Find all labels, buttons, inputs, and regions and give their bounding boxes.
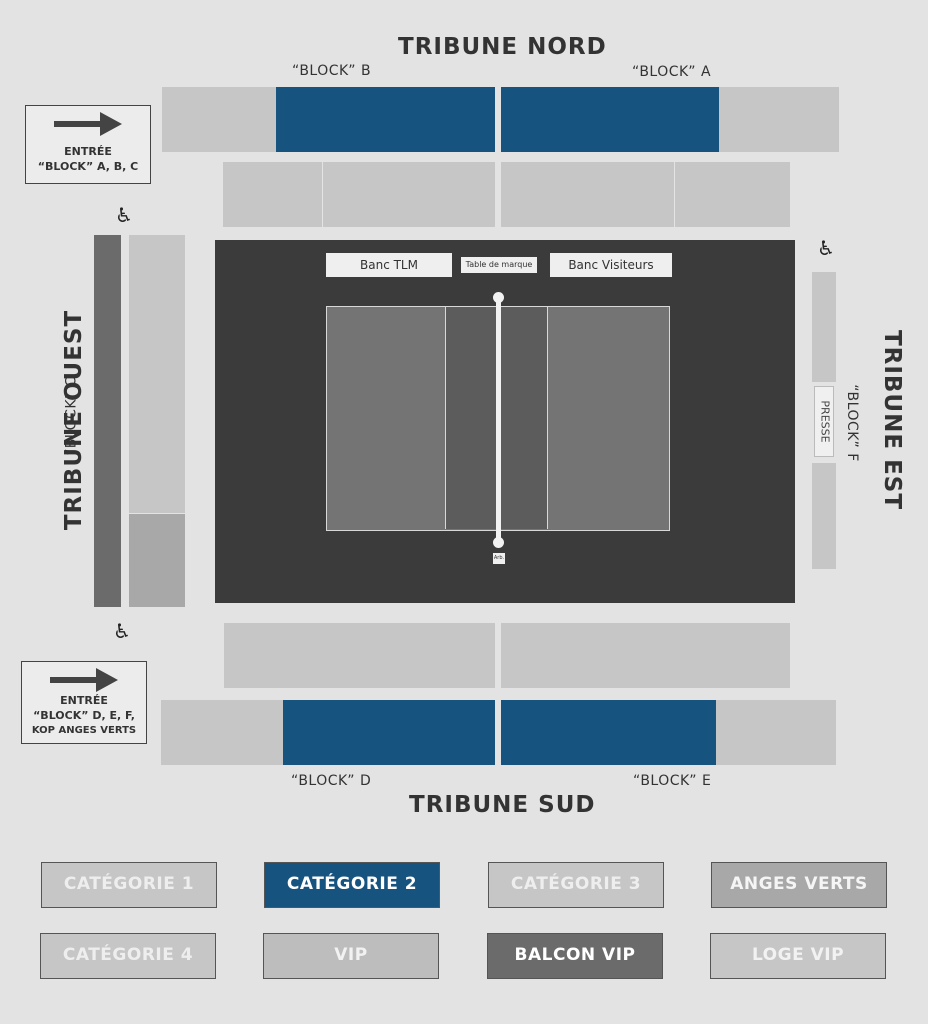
- entree-def-line3: KOP ANGES VERTS: [31, 725, 137, 736]
- nord-inner-left-b-section[interactable]: [323, 162, 495, 227]
- legend-categorie-1[interactable]: CATÉGORIE 1: [41, 862, 217, 908]
- sud-inner-right-section[interactable]: [501, 623, 790, 688]
- playing-floor: Banc TLM Table de marque Banc Visiteurs …: [215, 240, 795, 603]
- banc-visiteurs[interactable]: Banc Visiteurs: [550, 253, 672, 277]
- sud-outer-left-section[interactable]: [161, 700, 283, 765]
- referee-stand: Arb.: [493, 553, 505, 564]
- presse-box[interactable]: PRESSE: [814, 386, 834, 457]
- nord-outer-left-section[interactable]: [162, 87, 276, 152]
- sud-outer-right-section[interactable]: [716, 700, 836, 765]
- block-f-upper-section[interactable]: [812, 272, 836, 382]
- tribune-nord-label: TRIBUNE NORD: [398, 34, 607, 60]
- sud-inner-left-section[interactable]: [224, 623, 495, 688]
- tribune-sud-label: TRIBUNE SUD: [409, 792, 596, 818]
- entree-def-box: ENTRÉE “BLOCK” D, E, F, KOP ANGES VERTS: [21, 661, 147, 744]
- nord-inner-left-a-section[interactable]: [223, 162, 322, 227]
- legend-anges-verts[interactable]: ANGES VERTS: [711, 862, 887, 908]
- block-c-lower-section[interactable]: [129, 514, 185, 607]
- block-a-label: “BLOCK” A: [632, 64, 712, 80]
- net-line: [496, 297, 501, 542]
- arrow-right-icon: [50, 668, 118, 692]
- entree-def-line1: ENTRÉE: [60, 694, 108, 707]
- block-f-lower-section[interactable]: [812, 463, 836, 569]
- banc-tlm[interactable]: Banc TLM: [326, 253, 452, 277]
- block-f-label: “BLOCK” F: [843, 384, 860, 462]
- net-post-top: [493, 292, 504, 303]
- block-e-section[interactable]: [501, 700, 716, 765]
- table-de-marque[interactable]: Table de marque: [461, 257, 537, 273]
- block-b-label: “BLOCK” B: [292, 63, 372, 79]
- legend-loge-vip[interactable]: LOGE VIP: [710, 933, 886, 979]
- legend-categorie-3[interactable]: CATÉGORIE 3: [488, 862, 664, 908]
- tribune-est-label: TRIBUNE EST: [879, 329, 906, 511]
- legend-categorie-4[interactable]: CATÉGORIE 4: [40, 933, 216, 979]
- legend-categorie-2[interactable]: CATÉGORIE 2: [264, 862, 440, 908]
- presse-label: PRESSE: [818, 400, 832, 443]
- entree-abc-line2: “BLOCK” A, B, C: [37, 160, 139, 173]
- nord-outer-right-section[interactable]: [719, 87, 839, 152]
- net-post-bottom: [493, 537, 504, 548]
- block-a-section[interactable]: [501, 87, 719, 152]
- nord-inner-right-a-section[interactable]: [501, 162, 674, 227]
- entree-abc-line1: ENTRÉE: [64, 145, 112, 158]
- entree-def-line2: “BLOCK” D, E, F,: [33, 709, 135, 722]
- entree-abc-box: ENTRÉE “BLOCK” A, B, C: [25, 105, 151, 184]
- wheelchair-icon: ♿: [115, 203, 133, 227]
- block-e-label: “BLOCK” E: [633, 773, 712, 789]
- arrow-right-icon: [54, 112, 122, 136]
- wheelchair-icon: ♿: [817, 236, 835, 260]
- legend-balcon-vip[interactable]: BALCON VIP: [487, 933, 663, 979]
- wheelchair-icon: ♿: [113, 619, 131, 643]
- block-c-upper-section[interactable]: [129, 235, 185, 513]
- legend-vip[interactable]: VIP: [263, 933, 439, 979]
- block-b-section[interactable]: [276, 87, 495, 152]
- block-c-label: “BLOCK” C: [63, 376, 80, 456]
- balcon-vip-section[interactable]: [94, 235, 121, 607]
- block-d-section[interactable]: [283, 700, 495, 765]
- block-d-label: “BLOCK” D: [291, 773, 372, 789]
- nord-inner-right-b-section[interactable]: [675, 162, 790, 227]
